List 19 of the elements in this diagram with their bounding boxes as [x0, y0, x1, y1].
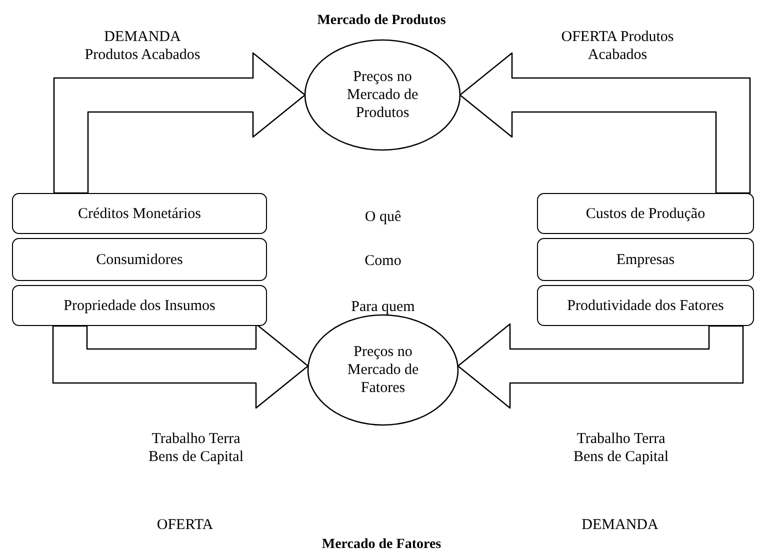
- block-arrow: [52, 323, 309, 409]
- block-arrow: [459, 52, 751, 194]
- block-arrow: [53, 52, 306, 194]
- text-label: OFERTA: [156, 516, 214, 535]
- text-label: DEMANDA: [580, 516, 660, 535]
- rounded-box: Produtividade dos Fatores: [537, 285, 754, 326]
- ellipse-text: Preços no Mercado de Produtos: [305, 40, 460, 150]
- rounded-box: Custos de Produção: [537, 193, 754, 234]
- rounded-box: Créditos Monetários: [12, 193, 267, 234]
- ellipse-text: Preços no Mercado de Fatores: [308, 315, 458, 425]
- text-label: Como: [364, 252, 402, 271]
- text-label: O quê: [364, 208, 402, 227]
- caption: Mercado de Fatores: [322, 536, 442, 554]
- block-arrow: [457, 323, 744, 409]
- rounded-box: Empresas: [537, 238, 754, 281]
- rounded-box: Propriedade dos Insumos: [12, 285, 267, 326]
- text-label: Para quem: [350, 298, 416, 317]
- title: Mercado de Produtos: [317, 12, 446, 30]
- rounded-box: Consumidores: [12, 238, 267, 281]
